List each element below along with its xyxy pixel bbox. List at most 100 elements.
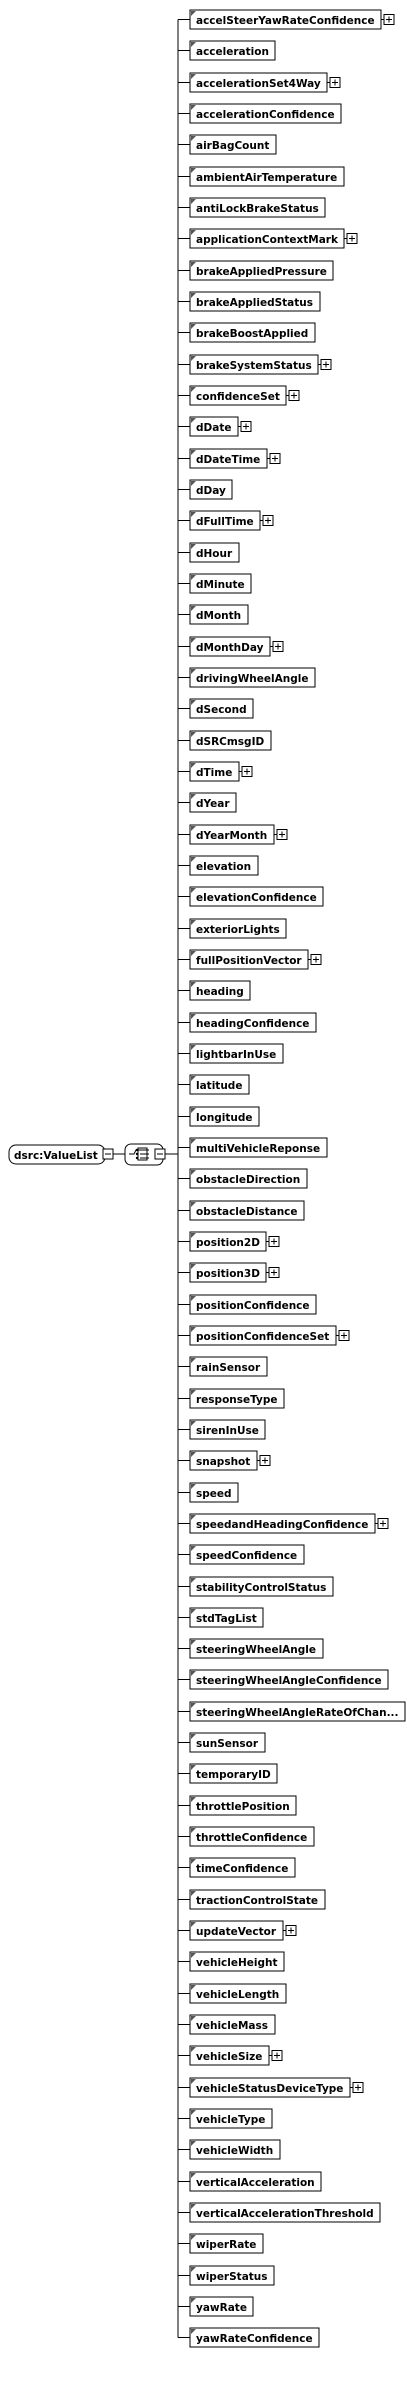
element-item[interactable]: dHour — [178, 542, 240, 563]
element-item[interactable]: lightbarInUse — [178, 1043, 284, 1064]
element-item[interactable]: applicationContextMark — [178, 228, 358, 249]
root-collapse-icon[interactable] — [102, 1148, 114, 1160]
element-item[interactable]: vehicleStatusDeviceType — [178, 2077, 364, 2098]
element-item[interactable]: yawRate — [178, 2296, 254, 2317]
element-item[interactable]: confidenceSet — [178, 385, 300, 406]
element-item[interactable]: heading — [178, 980, 251, 1001]
expand-plus-icon[interactable] — [350, 2082, 364, 2093]
element-item[interactable]: updateVector — [178, 1920, 297, 1941]
element-item[interactable]: elevation — [178, 855, 259, 876]
root-element[interactable]: dsrc:ValueList — [8, 1144, 106, 1165]
element-item[interactable]: dMinute — [178, 573, 252, 594]
element-item[interactable]: throttleConfidence — [178, 1826, 315, 1847]
expand-plus-icon[interactable] — [327, 77, 341, 88]
element-item[interactable]: dDateTime — [178, 448, 281, 469]
element-item[interactable]: steeringWheelAngleRateOfChan... — [178, 1701, 406, 1722]
element-item[interactable]: stdTagList — [178, 1607, 264, 1628]
element-item[interactable]: obstacleDirection — [178, 1168, 308, 1189]
element-item[interactable]: vehicleType — [178, 2108, 273, 2129]
element-item[interactable]: airBagCount — [178, 134, 277, 155]
element-item[interactable]: timeConfidence — [178, 1857, 296, 1878]
element-item[interactable]: speed — [178, 1482, 239, 1503]
element-item[interactable]: stabilityControlStatus — [178, 1576, 334, 1597]
element-item[interactable]: vehicleHeight — [178, 1951, 285, 1972]
element-item[interactable]: throttlePosition — [178, 1795, 297, 1816]
element-item[interactable]: brakeBoostApplied — [178, 322, 316, 343]
element-item[interactable]: brakeAppliedStatus — [178, 291, 321, 312]
element-item[interactable]: tractionControlState — [178, 1889, 326, 1910]
element-item[interactable]: positionConfidenceSet — [178, 1325, 350, 1346]
element-item[interactable]: dDay — [178, 479, 233, 500]
expand-plus-icon[interactable] — [260, 515, 274, 526]
element-item[interactable]: acceleration — [178, 40, 276, 61]
element-item[interactable]: vehicleWidth — [178, 2139, 281, 2160]
element-item[interactable]: yawRateConfidence — [178, 2327, 320, 2348]
element-item[interactable]: accelerationSet4Way — [178, 72, 341, 93]
element-item[interactable]: dMonthDay — [178, 636, 284, 657]
element-item[interactable]: fullPositionVector — [178, 949, 322, 970]
expand-plus-icon[interactable] — [283, 1925, 297, 1936]
element-item[interactable]: vehicleMass — [178, 2014, 276, 2035]
expand-plus-icon[interactable] — [269, 2050, 283, 2061]
element-item[interactable]: multiVehicleReponse — [178, 1137, 328, 1158]
element-item[interactable]: vehicleLength — [178, 1983, 287, 2004]
element-item[interactable]: ambientAirTemperature — [178, 166, 345, 187]
element-item[interactable]: brakeSystemStatus — [178, 354, 332, 375]
element-item[interactable]: responseType — [178, 1388, 285, 1409]
compositor-collapse-icon[interactable] — [154, 1148, 166, 1160]
expand-plus-icon[interactable] — [308, 954, 322, 965]
element-box — [189, 2202, 381, 2223]
element-item[interactable]: verticalAcceleration — [178, 2171, 322, 2192]
element-item[interactable]: dYearMonth — [178, 824, 288, 845]
expand-plus-icon[interactable] — [336, 1330, 350, 1341]
element-item[interactable]: dDate — [178, 416, 252, 437]
element-item[interactable]: speedConfidence — [178, 1544, 305, 1565]
expand-plus-icon[interactable] — [257, 1455, 271, 1466]
element-item[interactable]: speedandHeadingConfidence — [178, 1513, 389, 1534]
element-item[interactable]: obstacleDistance — [178, 1200, 305, 1221]
expand-plus-icon[interactable] — [274, 829, 288, 840]
element-item[interactable]: brakeAppliedPressure — [178, 260, 334, 281]
element-item[interactable]: wiperRate — [178, 2233, 264, 2254]
element-item[interactable]: positionConfidence — [178, 1294, 317, 1315]
element-item[interactable]: position2D — [178, 1231, 280, 1252]
expand-plus-icon[interactable] — [381, 14, 395, 25]
expand-plus-icon[interactable] — [266, 1236, 280, 1247]
element-item[interactable]: accelSteerYawRateConfidence — [178, 9, 395, 30]
element-item[interactable]: dMonth — [178, 604, 249, 625]
element-item[interactable]: verticalAccelerationThreshold — [178, 2202, 381, 2223]
expand-plus-icon[interactable] — [266, 1267, 280, 1278]
element-item[interactable]: drivingWheelAngle — [178, 667, 316, 688]
expand-plus-icon[interactable] — [270, 641, 284, 652]
choice-compositor-icon[interactable] — [124, 1143, 164, 1166]
expand-plus-icon[interactable] — [239, 766, 253, 777]
expand-plus-icon[interactable] — [344, 233, 358, 244]
element-item[interactable]: longitude — [178, 1106, 260, 1127]
element-item[interactable]: elevationConfidence — [178, 886, 324, 907]
expand-plus-icon[interactable] — [375, 1518, 389, 1529]
element-item[interactable]: wiperStatus — [178, 2265, 275, 2286]
element-item[interactable]: antiLockBrakeStatus — [178, 197, 326, 218]
element-item[interactable]: dFullTime — [178, 510, 274, 531]
element-item[interactable]: exteriorLights — [178, 918, 287, 939]
element-item[interactable]: dTime — [178, 761, 253, 782]
element-item[interactable]: vehicleSize — [178, 2045, 283, 2066]
expand-plus-icon[interactable] — [267, 453, 281, 464]
element-item[interactable]: temporaryID — [178, 1763, 278, 1784]
element-item[interactable]: steeringWheelAngleConfidence — [178, 1669, 389, 1690]
expand-plus-icon[interactable] — [286, 390, 300, 401]
element-item[interactable]: latitude — [178, 1074, 250, 1095]
element-item[interactable]: sunSensor — [178, 1732, 266, 1753]
element-item[interactable]: headingConfidence — [178, 1012, 317, 1033]
element-item[interactable]: rainSensor — [178, 1356, 268, 1377]
expand-plus-icon[interactable] — [238, 421, 252, 432]
element-item[interactable]: dSecond — [178, 698, 254, 719]
element-item[interactable]: dYear — [178, 792, 237, 813]
element-item[interactable]: dSRCmsgID — [178, 730, 272, 751]
element-item[interactable]: snapshot — [178, 1450, 271, 1471]
element-item[interactable]: accelerationConfidence — [178, 103, 342, 124]
element-item[interactable]: sirenInUse — [178, 1419, 266, 1440]
element-item[interactable]: position3D — [178, 1262, 280, 1283]
expand-plus-icon[interactable] — [318, 359, 332, 370]
element-item[interactable]: steeringWheelAngle — [178, 1638, 324, 1659]
